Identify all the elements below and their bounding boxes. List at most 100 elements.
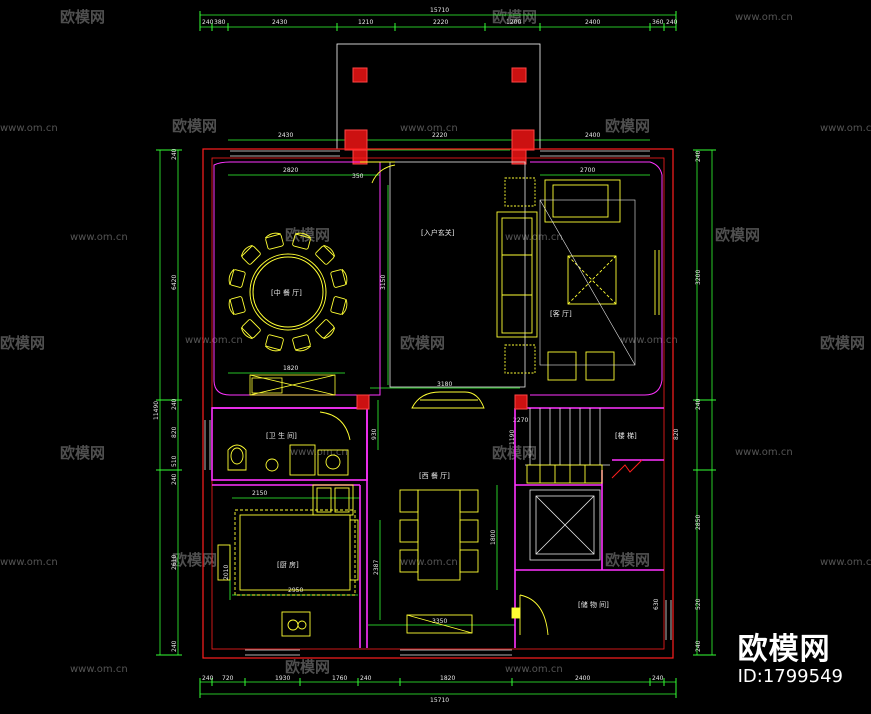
- bathroom-fixtures: [227, 411, 351, 476]
- sideboard: [249, 374, 336, 396]
- dim-label: 240: [695, 398, 702, 410]
- watermark-brand: 欧模网: [60, 8, 105, 26]
- dim-label: 3200: [695, 270, 702, 285]
- dim-label: 2220: [433, 19, 448, 26]
- entrance-porch: [336, 43, 541, 165]
- entrance-hall-outline: [389, 161, 526, 388]
- dining-chair: [292, 334, 312, 352]
- room-label-bathroom: [卫 生 间]: [266, 431, 297, 440]
- room-label-chinese-dining: [中 餐 厅]: [271, 288, 302, 297]
- dim-label: 720: [222, 675, 234, 682]
- room-label-storage: [储 物 间]: [578, 600, 609, 609]
- dim-label: 1210: [358, 19, 373, 26]
- dining-chair: [315, 244, 336, 265]
- watermark-url: www.om.cn: [400, 557, 458, 568]
- dim-label: 240: [171, 148, 178, 160]
- dim-label: 1760: [332, 675, 347, 682]
- watermark-url: www.om.cn: [820, 123, 871, 134]
- watermark-brand: 欧模网: [172, 551, 217, 569]
- dim-label: 240: [695, 150, 702, 162]
- room-label-kitchen: [厨 房]: [277, 560, 299, 569]
- dining-chair: [240, 244, 261, 265]
- dining-chair: [228, 268, 246, 288]
- watermark-brand: 欧模网: [820, 334, 865, 352]
- watermark-url: www.om.cn: [400, 123, 458, 134]
- watermark-url: www.om.cn: [290, 447, 348, 458]
- watermark-url: www.om.cn: [70, 232, 128, 243]
- watermark-brand: 欧模网: [715, 226, 760, 244]
- dining-chair: [330, 296, 348, 316]
- dim-label: 930: [371, 428, 378, 440]
- dim-label: 820: [673, 428, 680, 440]
- lift-shaft: [529, 489, 601, 561]
- dim-label: 240: [171, 473, 178, 485]
- dim-label: 2400: [585, 19, 600, 26]
- dim-label: 240: [171, 640, 178, 652]
- columns: [356, 394, 528, 410]
- dim-label: 2010: [223, 565, 230, 580]
- console-table: [411, 391, 485, 409]
- dim-label: 2400: [575, 675, 590, 682]
- dim-label: 2700: [580, 167, 595, 174]
- dim-label: 1930: [275, 675, 290, 682]
- dining-chair: [264, 232, 284, 250]
- dim-label: 350: [352, 173, 364, 180]
- brand-badge-title: 欧模网: [737, 632, 831, 667]
- break-line: [611, 459, 643, 479]
- watermark-brand: 欧模网: [172, 117, 217, 135]
- bench: [406, 614, 473, 634]
- dining-chair: [240, 319, 261, 340]
- tv-cabinet: [654, 250, 660, 315]
- dim-label: 2150: [252, 490, 267, 497]
- brand-badge-id: ID:1799549: [737, 666, 843, 687]
- windows: [204, 150, 672, 656]
- outer-walls: [202, 148, 674, 659]
- dim-label: 240: [202, 675, 214, 682]
- dim-label: 1820: [440, 675, 455, 682]
- watermark-brand: 欧模网: [285, 658, 330, 676]
- watermark-url: www.om.cn: [820, 557, 871, 568]
- dining-chair: [292, 232, 312, 250]
- watermark-brand: 欧模网: [400, 334, 445, 352]
- dim-label: 1820: [283, 365, 298, 372]
- watermark-layer: 欧模网 欧模网 www.om.cn 欧模网 欧模网 www.om.cn www.…: [0, 8, 871, 676]
- dim-bottom-total: 15710: [430, 697, 449, 704]
- dining-chair: [228, 296, 246, 316]
- watermark-url: www.om.cn: [0, 557, 58, 568]
- dim-label: 360: [652, 19, 664, 26]
- watermark-url: www.om.cn: [505, 232, 563, 243]
- dining-chair: [315, 319, 336, 340]
- dim-label: 240: [360, 675, 372, 682]
- watermark-url: www.om.cn: [505, 664, 563, 675]
- stair-storage: [526, 464, 603, 484]
- dim-label: 6420: [171, 275, 178, 290]
- dim-label: 240: [171, 398, 178, 410]
- dining-chair: [264, 334, 284, 352]
- dim-left-total: 11490: [153, 401, 160, 420]
- watermark-url: www.om.cn: [620, 335, 678, 346]
- dim-label: 2220: [432, 132, 447, 139]
- dim-label: 520: [695, 598, 702, 610]
- dim-label: 630: [653, 598, 660, 610]
- western-dining-table: [399, 489, 479, 581]
- dim-label: 240: [652, 675, 664, 682]
- storage-door: [511, 594, 549, 636]
- watermark-url: www.om.cn: [0, 123, 58, 134]
- dim-label: 1200: [506, 19, 521, 26]
- dim-label: 240: [202, 19, 214, 26]
- dim-label: 2950: [288, 587, 303, 594]
- brand-badge: 欧模网 ID:1799549: [738, 634, 843, 688]
- dim-label: 240: [695, 640, 702, 652]
- dining-chairs: [228, 232, 348, 352]
- watermark-brand: 欧模网: [492, 8, 537, 26]
- dim-label: 240: [666, 19, 678, 26]
- dim-top-total: 15710: [430, 7, 449, 14]
- dim-label: 2270: [513, 417, 528, 424]
- dim-label: 380: [214, 19, 226, 26]
- dim-label: 2430: [272, 19, 287, 26]
- dim-label: 2387: [373, 560, 380, 575]
- dim-label: 2610: [171, 555, 178, 570]
- watermark-brand: 欧模网: [60, 444, 105, 462]
